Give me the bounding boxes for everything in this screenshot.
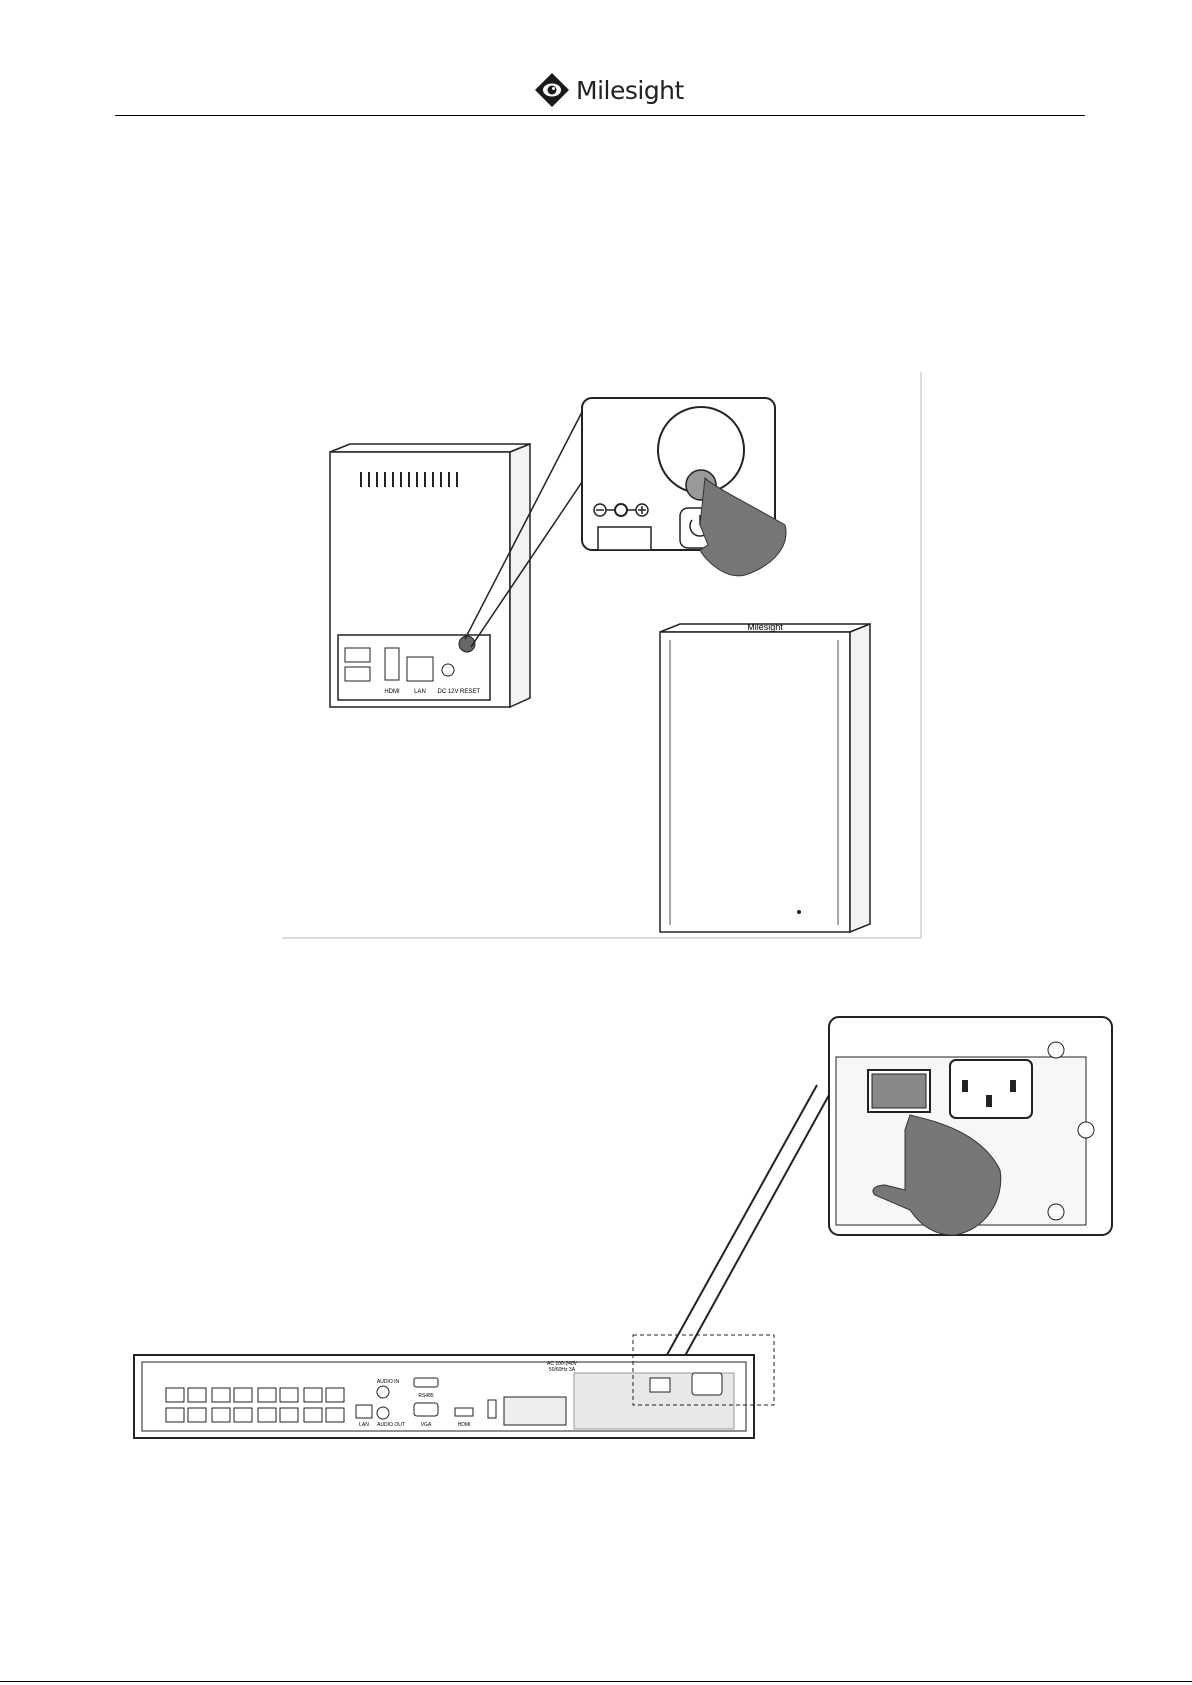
terminal-block [504, 1397, 566, 1425]
dc-port [442, 664, 454, 676]
front-brand-label: Milesight [747, 622, 783, 632]
callout-line [670, 1095, 829, 1383]
nvr-rear-panel: AUDIO IN RS485 AC 100-240V 50/60Hz 3A LA… [134, 1335, 774, 1438]
lan-port [356, 1405, 372, 1418]
ac-rating-label: 50/60Hz 3A [549, 1367, 576, 1373]
screw-icon [1048, 1042, 1064, 1058]
hdmi-port [385, 648, 399, 680]
audio-in-label: AUDIO IN [377, 1379, 400, 1385]
mini-nvr-rear-view: HDMI LAN DC 12V RESET [330, 444, 530, 707]
brand-name: Milesight [576, 76, 684, 105]
power-switch-callout [829, 1017, 1112, 1235]
page-header: Milesight [0, 0, 1192, 120]
vga-label: VGA [421, 1422, 432, 1428]
audio-in-jack [377, 1386, 389, 1398]
vga-port [414, 1403, 438, 1416]
header-divider [115, 115, 1085, 116]
figure-mini-nvr-power-button: HDMI LAN DC 12V RESET Milesight [250, 365, 930, 950]
audio-out-jack [377, 1407, 389, 1419]
power-button-callout [582, 398, 786, 576]
reset-label: RESET [460, 689, 480, 695]
callout-line [653, 1085, 817, 1380]
screw-icon [1078, 1122, 1094, 1138]
power-switch [650, 1378, 670, 1392]
milesight-logo-icon [534, 72, 570, 108]
usb-port [488, 1400, 496, 1418]
audio-out-label: AUDIO OUT [377, 1422, 405, 1428]
usb-port [345, 667, 370, 681]
screw-icon [1048, 1204, 1064, 1220]
figure-nvr-power-switch: AUDIO IN RS485 AC 100-240V 50/60Hz 3A LA… [120, 1005, 1120, 1455]
hdmi-label: HDMI [384, 689, 400, 695]
rs485-label: RS485 [418, 1393, 434, 1399]
hdmi-port [455, 1408, 473, 1416]
power-socket [692, 1373, 722, 1395]
lan-label: LAN [414, 689, 426, 695]
usb-port [345, 648, 370, 662]
dc-label: DC 12V [437, 689, 458, 695]
lan-label: LAN [359, 1422, 369, 1428]
mini-nvr-front-view: Milesight [660, 622, 870, 932]
milesight-logo: Milesight [534, 72, 684, 108]
lan-port [407, 657, 433, 681]
hdmi-label: HDMI [458, 1422, 471, 1428]
footer-divider [0, 1681, 1192, 1682]
rs485-port [414, 1378, 438, 1387]
